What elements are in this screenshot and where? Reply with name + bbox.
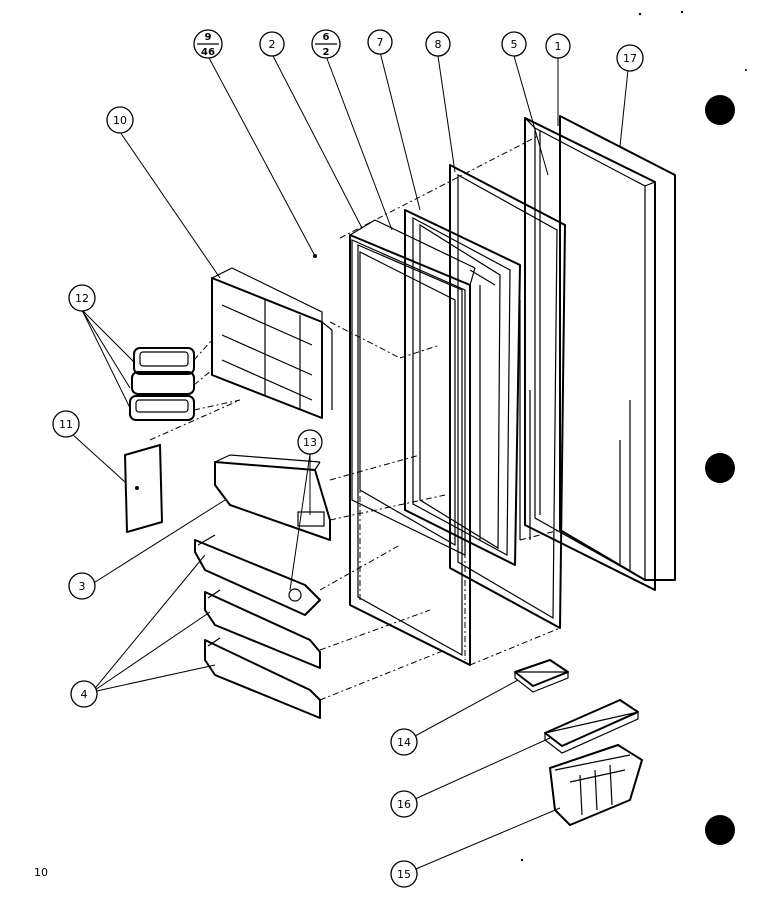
binder-hole-middle (705, 453, 735, 483)
callout-5-label: 5 (511, 38, 518, 51)
callout-1: 1 (545, 33, 571, 59)
callout-14-label: 14 (397, 736, 411, 749)
callout-7: 7 (367, 29, 393, 55)
callout-4-label: 4 (81, 688, 88, 701)
binder-hole-bottom (705, 815, 735, 845)
callout-9-46-top: 9 (205, 32, 212, 43)
part-3-dairy-bin (214, 454, 331, 541)
callout-17-label: 17 (623, 52, 637, 65)
speck (638, 12, 642, 16)
callout-1-label: 1 (555, 40, 562, 53)
callout-17: 17 (616, 44, 644, 72)
speck (680, 10, 684, 14)
binder-hole-top (705, 95, 735, 125)
part-12-containers (129, 347, 195, 421)
callout-2: 2 (259, 31, 285, 57)
callout-10-label: 10 (113, 114, 127, 127)
callout-12-label: 12 (75, 292, 89, 305)
callout-6-2: 6 2 (311, 29, 341, 59)
callout-15: 15 (390, 860, 418, 888)
part-1-door-frame (524, 117, 656, 591)
callout-13: 13 (297, 429, 323, 455)
callout-7-label: 7 (377, 36, 384, 49)
callout-3: 3 (68, 572, 96, 600)
speck (745, 69, 747, 71)
callout-16: 16 (390, 790, 418, 818)
page-number: 10 (34, 866, 48, 879)
callout-6-2-bottom: 2 (323, 47, 330, 58)
speck (520, 858, 524, 862)
part-8-gasket (449, 164, 566, 629)
callout-14: 14 (390, 728, 418, 756)
callout-8: 8 (425, 31, 451, 57)
callout-4: 4 (70, 680, 98, 708)
callout-3-label: 3 (79, 580, 86, 593)
callout-12: 12 (68, 284, 96, 312)
leader-lines (71, 51, 629, 875)
callout-15-label: 15 (397, 868, 411, 881)
part-4-door-shelves (194, 534, 321, 719)
callout-10: 10 (106, 106, 134, 134)
callout-9-46-bottom: 46 (201, 47, 215, 58)
part-17-outer-panel (559, 115, 676, 581)
part-14-tray (514, 659, 569, 693)
callout-5: 5 (501, 31, 527, 57)
callout-6-2-top: 6 (323, 32, 330, 43)
part-11-cover (124, 444, 163, 533)
callout-11-label: 11 (59, 418, 73, 431)
callout-11: 11 (52, 410, 80, 438)
callout-16-label: 16 (397, 798, 411, 811)
callout-9-46: 9 46 (193, 29, 223, 59)
part-15-ice-bucket (549, 744, 643, 826)
callout-13-label: 13 (303, 436, 317, 449)
part-16-lid (544, 699, 639, 754)
assembly-lines (149, 134, 561, 701)
callout-2-label: 2 (269, 38, 276, 51)
part-10-shelf-rack (210, 267, 333, 419)
callout-8-label: 8 (435, 38, 442, 51)
